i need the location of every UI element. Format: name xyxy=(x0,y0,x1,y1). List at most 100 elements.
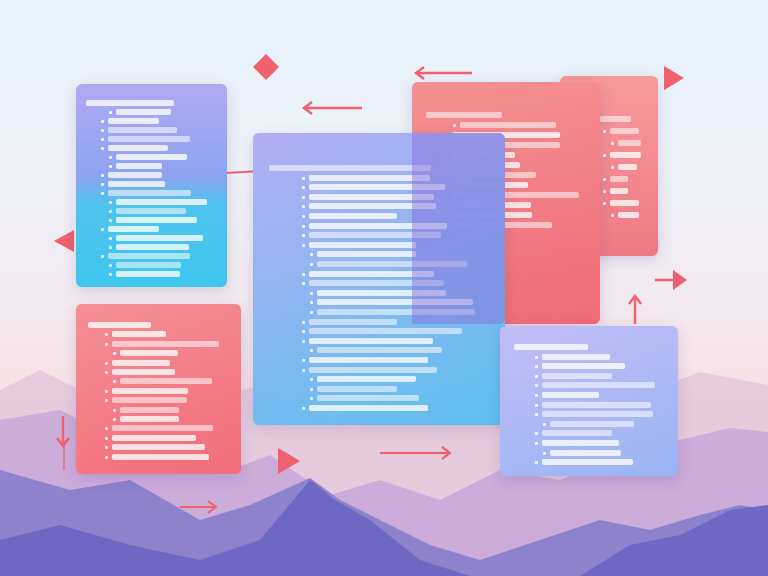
arrow-left-icon xyxy=(302,101,362,115)
code-line xyxy=(116,109,172,115)
code-bullet xyxy=(611,142,614,145)
arrow-right-icon xyxy=(380,446,452,460)
code-bullet xyxy=(105,436,108,440)
code-bullet xyxy=(302,272,305,276)
code-bullet xyxy=(109,219,112,222)
code-bullet xyxy=(113,352,116,356)
code-line xyxy=(550,449,621,456)
code-bullet xyxy=(101,255,104,258)
code-line xyxy=(317,289,447,296)
code-line xyxy=(108,172,162,178)
code-line xyxy=(542,363,626,370)
code-line xyxy=(309,222,447,229)
code-bullet xyxy=(109,111,112,114)
code-line xyxy=(610,176,628,182)
code-bullet xyxy=(113,418,116,421)
code-bullet xyxy=(101,183,104,186)
code-line xyxy=(112,434,196,441)
code-line xyxy=(108,253,190,259)
code-line xyxy=(309,328,463,335)
code-line xyxy=(309,318,398,325)
code-line xyxy=(452,132,561,138)
code-bullet xyxy=(611,214,614,217)
code-line xyxy=(610,188,628,194)
code-line xyxy=(618,164,638,170)
code-bullet xyxy=(109,246,112,249)
code-bullet xyxy=(105,389,108,393)
code-bullet xyxy=(105,427,108,431)
code-line xyxy=(610,128,640,134)
code-line xyxy=(112,331,166,338)
code-bullet xyxy=(109,210,112,213)
code-line xyxy=(610,200,639,206)
code-line xyxy=(610,152,642,158)
code-bullet xyxy=(535,432,538,436)
arrow-right-icon xyxy=(180,500,218,514)
code-line xyxy=(460,122,557,128)
code-bullet xyxy=(535,403,538,407)
code-line xyxy=(514,344,588,350)
code-bullet xyxy=(310,349,313,353)
code-line xyxy=(269,165,432,171)
code-bullet xyxy=(535,355,538,359)
code-line xyxy=(120,416,180,422)
code-line xyxy=(116,271,180,277)
code-bullet xyxy=(109,201,112,204)
code-bullet xyxy=(535,384,538,388)
code-bullet xyxy=(310,397,313,401)
arrow-right-icon xyxy=(655,270,687,290)
code-bullet xyxy=(302,243,305,247)
code-bullet xyxy=(310,378,313,382)
code-line xyxy=(542,459,634,466)
code-line xyxy=(542,440,620,446)
code-line xyxy=(309,193,435,200)
code-bullet xyxy=(535,442,538,445)
right-front-mountains xyxy=(580,505,768,576)
code-bullet xyxy=(603,130,606,133)
code-bullet xyxy=(105,371,108,374)
code-line xyxy=(112,340,219,347)
triangle-icon xyxy=(278,448,300,474)
code-line xyxy=(309,405,429,411)
code-bullet xyxy=(302,330,305,334)
overlap-shade xyxy=(412,133,505,324)
code-bullet xyxy=(302,195,305,199)
code-line xyxy=(452,142,560,148)
code-line xyxy=(108,136,190,142)
code-line xyxy=(542,382,656,389)
code-bullet xyxy=(302,368,305,372)
code-bullet xyxy=(543,422,546,426)
code-line xyxy=(116,163,163,169)
code-line xyxy=(120,350,178,357)
code-line xyxy=(112,397,188,404)
code-line xyxy=(317,251,416,258)
code-line xyxy=(86,100,175,106)
code-bullet xyxy=(310,301,313,305)
code-bullet xyxy=(302,407,305,410)
code-bullet xyxy=(105,333,108,337)
arrow-up-icon xyxy=(628,294,642,324)
code-line xyxy=(112,453,209,460)
code-line xyxy=(309,270,434,277)
code-bullet xyxy=(101,174,104,177)
code-bullet xyxy=(109,165,112,168)
code-line xyxy=(108,226,160,232)
code-line xyxy=(112,387,189,394)
code-bullet xyxy=(302,359,305,362)
code-line xyxy=(426,112,502,118)
code-bullet xyxy=(109,273,112,276)
code-line xyxy=(550,420,634,427)
code-line xyxy=(108,118,160,124)
code-panel-bottom-right xyxy=(500,326,678,476)
code-line xyxy=(309,232,441,239)
code-bullet xyxy=(109,264,112,267)
code-bullet xyxy=(302,320,305,324)
code-bullet xyxy=(101,129,104,132)
code-line xyxy=(542,392,599,398)
code-line xyxy=(542,430,612,437)
code-line xyxy=(317,385,397,392)
arrow-left-icon xyxy=(414,66,472,80)
code-bullet xyxy=(105,455,108,459)
code-line xyxy=(309,357,429,363)
